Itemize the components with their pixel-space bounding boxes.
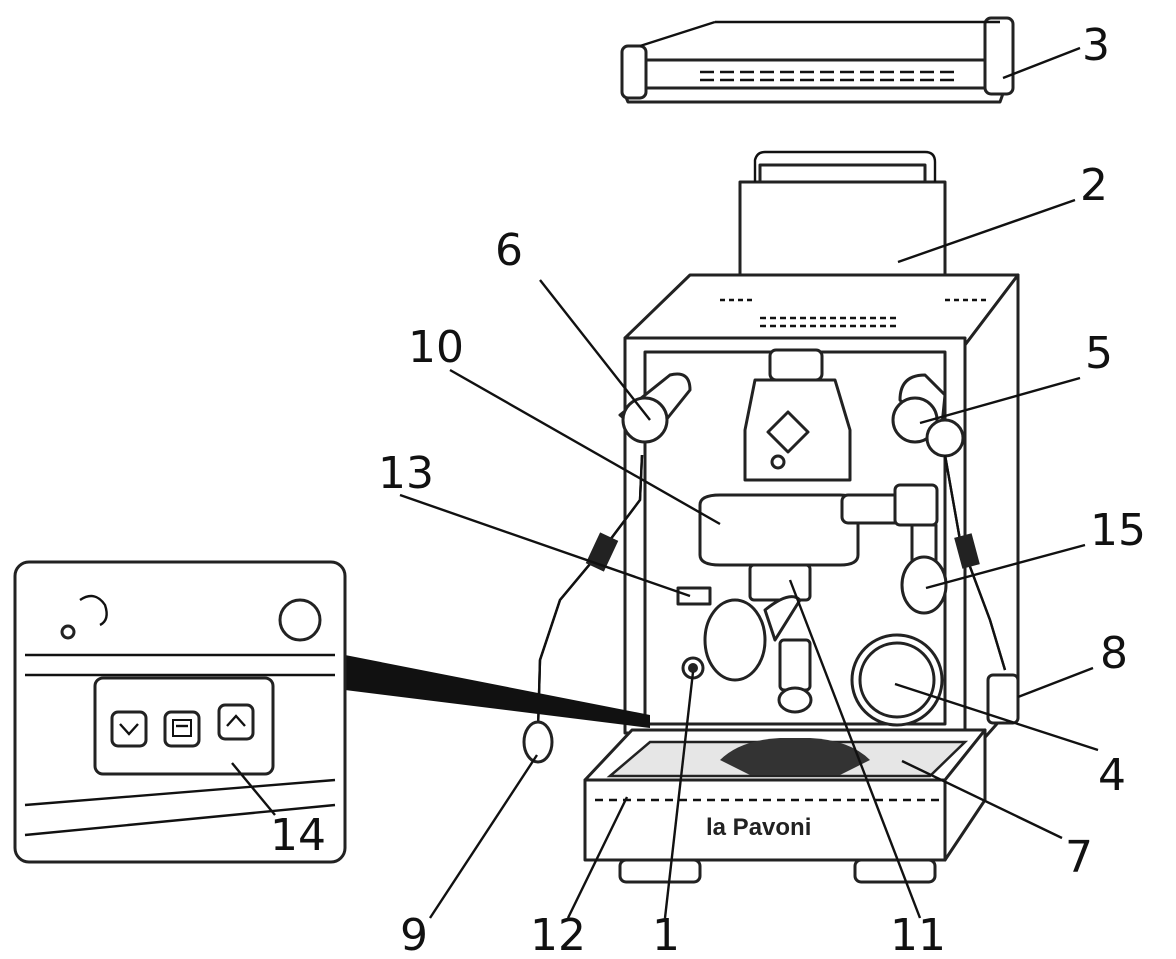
callout-11: 11 [890, 910, 946, 959]
steam-wand-left [522, 454, 644, 764]
chevron-down-icon [119, 723, 139, 736]
callout-14: 14 [270, 810, 326, 861]
down-button [110, 710, 148, 748]
callout-3: 3 [1082, 20, 1110, 71]
label-plate [676, 586, 712, 606]
leader-lines [231, 46, 1099, 919]
steam-wand-right [943, 454, 1020, 725]
chevron-up-icon [226, 714, 246, 727]
callout-10: 10 [408, 322, 464, 373]
brew-group [698, 348, 939, 714]
up-button [217, 703, 255, 741]
callout-2: 2 [1080, 160, 1108, 211]
callout-labels: 3 2 6 10 5 13 15 8 4 7 14 9 12 1 11 [270, 20, 1146, 959]
callout-5: 5 [1085, 328, 1113, 379]
control-panel-inset [13, 560, 650, 864]
pressure-gauge [850, 633, 944, 727]
callout-6: 6 [495, 225, 523, 276]
callout-1: 1 [652, 910, 680, 959]
brand-logo: la Pavoni [706, 814, 811, 841]
callout-13: 13 [378, 448, 434, 499]
callout-15: 15 [1090, 505, 1146, 556]
steam-knob-left [618, 372, 692, 444]
callout-7: 7 [1065, 832, 1093, 883]
cup-tray [620, 16, 1015, 104]
callout-8: 8 [1100, 628, 1128, 679]
menu-icon [172, 719, 192, 737]
menu-button [163, 710, 201, 748]
callout-9: 9 [400, 910, 428, 959]
callout-12: 12 [530, 910, 586, 959]
drip-tray: la Pavoni [583, 728, 987, 884]
callout-4: 4 [1098, 750, 1126, 801]
hot-water-lever [900, 523, 948, 615]
